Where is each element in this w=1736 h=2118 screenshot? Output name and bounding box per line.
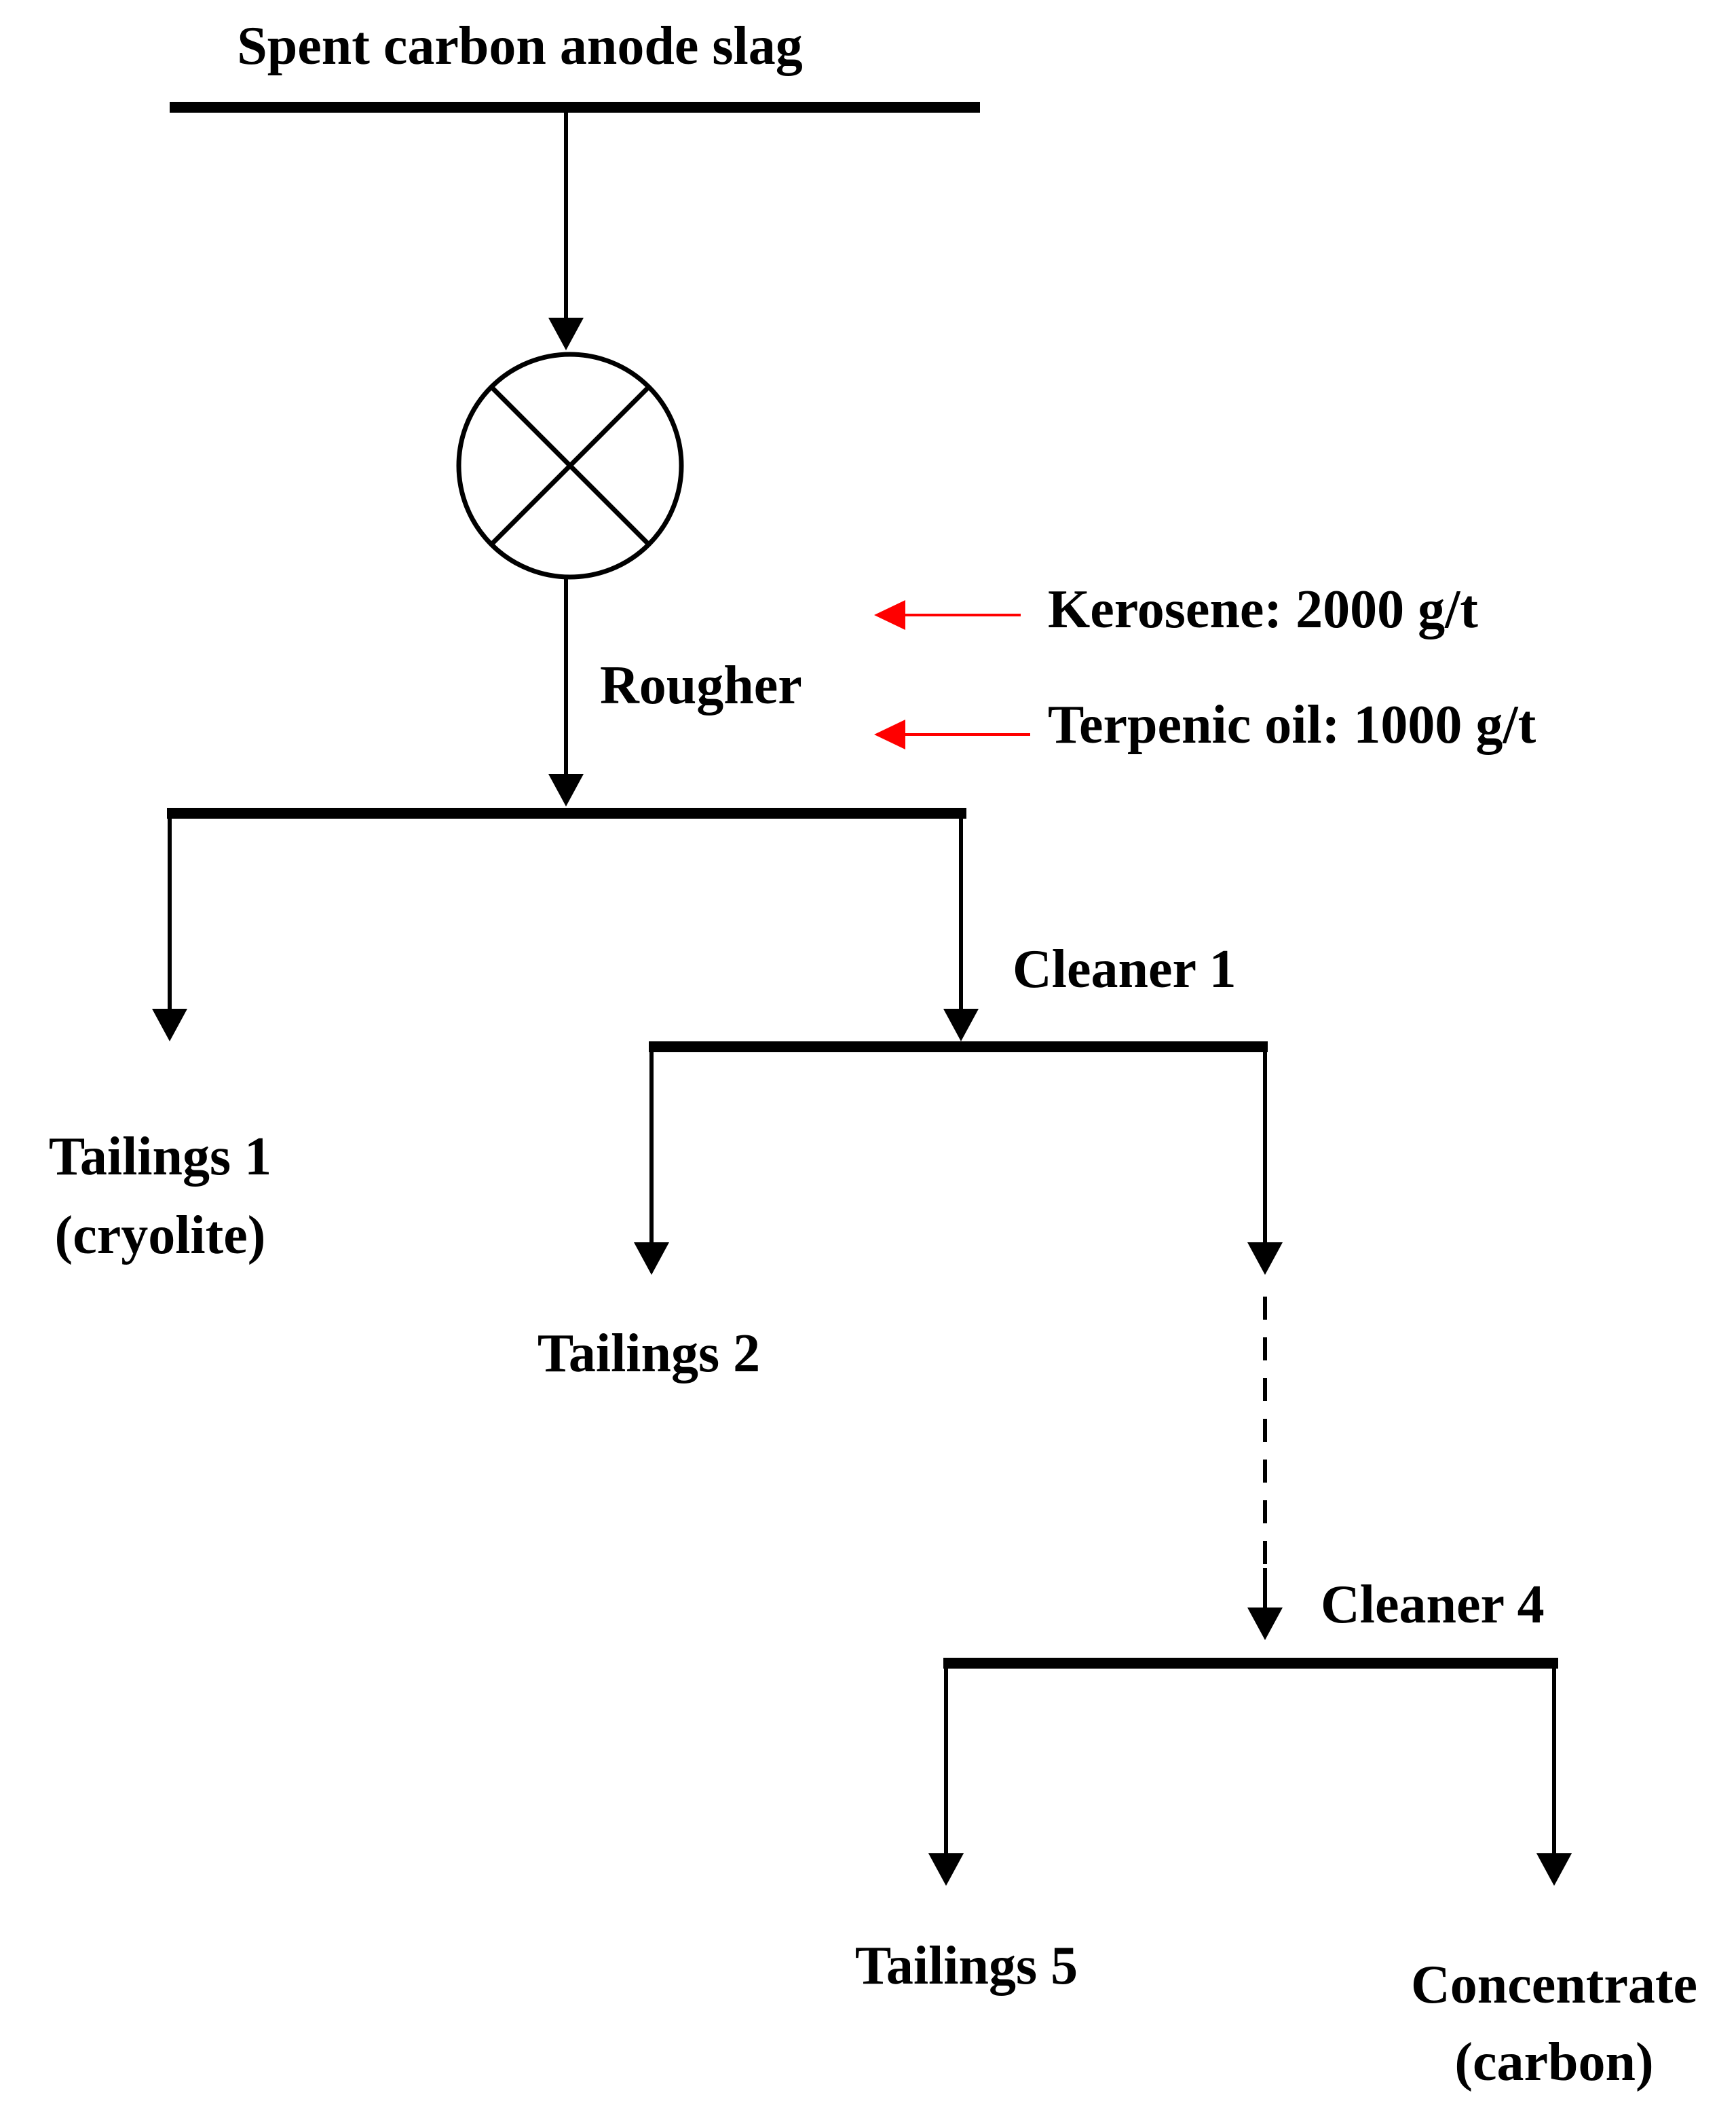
- feed-to-mill-arrowhead: [548, 318, 584, 350]
- mill-to-rougher-arrowhead: [548, 774, 584, 806]
- cleaner1-concentrate-arrowhead: [1247, 1242, 1283, 1275]
- rougher-label: Rougher: [600, 656, 802, 716]
- tailings1-sub-label: (cryolite): [55, 1206, 266, 1265]
- cleaner4-tailings-arrowhead: [928, 1853, 964, 1886]
- concentrate-sub-label: (carbon): [1454, 2032, 1653, 2092]
- cleaner1-tailings-arrowhead: [634, 1242, 669, 1275]
- kerosene-arrowhead: [874, 600, 905, 630]
- cleaner4-concentrate-arrowhead: [1536, 1853, 1572, 1886]
- cleaner4-label: Cleaner 4: [1321, 1575, 1545, 1635]
- cleaner1-label: Cleaner 1: [1013, 940, 1237, 999]
- kerosene-label: Kerosene: 2000 g/t: [1048, 580, 1478, 639]
- concentrate-label: Concentrate: [1411, 1955, 1697, 2015]
- tailings1-label: Tailings 1: [49, 1127, 271, 1187]
- terpenic-label: Terpenic oil: 1000 g/t: [1048, 695, 1536, 755]
- tailings5-label: Tailings 5: [855, 1936, 1078, 1996]
- circle-x-icon: [456, 352, 684, 580]
- rougher-tailings-arrowhead: [152, 1009, 187, 1041]
- feed-label: Spent carbon anode slag: [237, 16, 802, 76]
- rougher-concentrate-arrowhead: [943, 1009, 979, 1041]
- to-cleaner4-arrowhead: [1247, 1608, 1283, 1640]
- tailings2-label: Tailings 2: [537, 1324, 760, 1383]
- terpenic-arrowhead: [874, 720, 905, 749]
